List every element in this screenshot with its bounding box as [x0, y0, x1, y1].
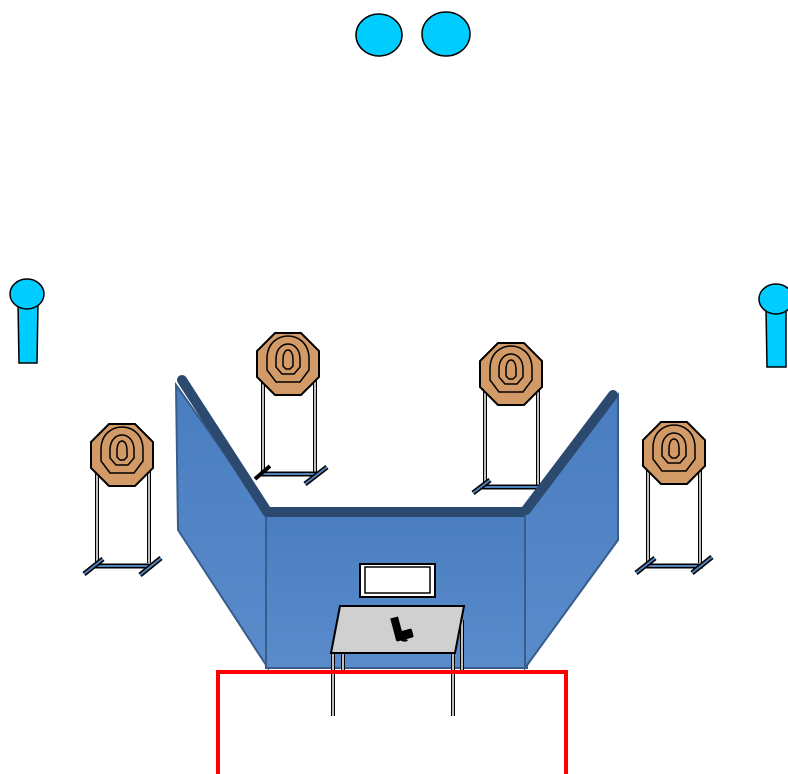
- no-shoot-target: [421, 11, 471, 57]
- no-shoot-target: [355, 13, 403, 57]
- start-box: [216, 670, 568, 774]
- no-shoot-popper-right: [758, 283, 788, 368]
- steel-target-3: [471, 342, 543, 495]
- pistol-icon: [390, 616, 414, 642]
- wall-right: [521, 390, 619, 672]
- steel-target-4: [634, 421, 714, 575]
- ammo-box: [359, 563, 436, 598]
- no-shoot-target-group-top: [355, 11, 471, 57]
- steel-target-2: [253, 332, 329, 486]
- steel-target-1: [82, 423, 163, 577]
- wall-left: [174, 375, 273, 672]
- table: [329, 605, 466, 716]
- no-shoot-popper-left: [9, 278, 45, 364]
